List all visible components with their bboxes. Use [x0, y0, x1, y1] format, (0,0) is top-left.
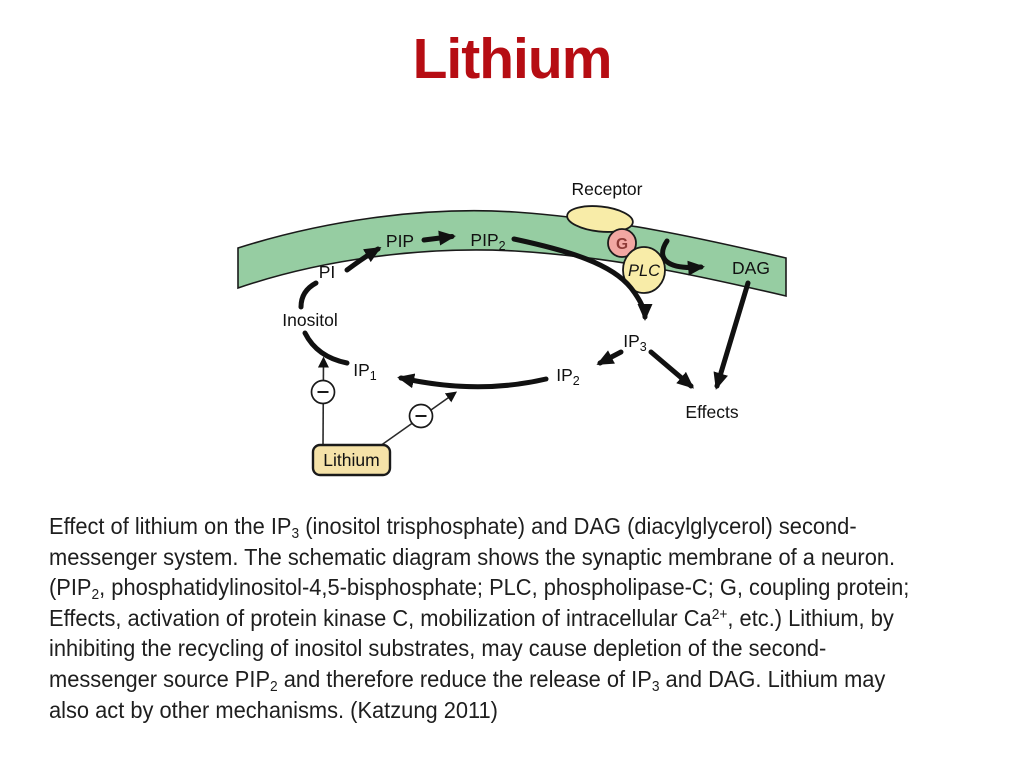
receptor-label: Receptor: [571, 179, 642, 199]
g-protein-label: G: [616, 236, 628, 253]
pathway-diagram: Receptor G PLC PI PIP PIP2 DAG Inositol …: [237, 179, 787, 477]
caption: Effect of lithium on the IP3 (inositol t…: [49, 511, 961, 725]
effects-label: Effects: [685, 402, 738, 422]
slide-title: Lithium: [412, 27, 613, 91]
minus-icon: [408, 403, 434, 429]
pi-label: PI: [319, 262, 336, 282]
minus-icon: [310, 379, 336, 405]
plc-label: PLC: [628, 262, 660, 280]
dag-label: DAG: [732, 258, 770, 278]
caption-line: (PIP2, phosphatidylinositol-4,5-bisphosp…: [49, 574, 910, 604]
caption-line: messenger source PIP2 and therefore redu…: [49, 665, 886, 696]
inositol-label: Inositol: [282, 310, 337, 330]
arrow-pi-to-pip: [344, 246, 382, 273]
g-protein-circle: [607, 228, 637, 258]
caption-line: inhibiting the recycling of inositol sub…: [49, 635, 827, 662]
arrow-pip2-to-ip3: [511, 236, 653, 321]
pip-label: PIP: [386, 231, 414, 251]
lithium-box: [311, 443, 392, 477]
arrow-ip2-to-ip1: [397, 373, 549, 390]
caption-line: also act by other mechanisms. (Katzung 2…: [49, 696, 498, 723]
ip1-label: IP1: [353, 360, 377, 383]
arc-inositol-to-pi: [298, 280, 319, 310]
pip2-label: PIP2: [470, 230, 505, 253]
arrow-ip3-to-effects: [648, 349, 695, 389]
lithium-label: Lithium: [323, 450, 379, 470]
plc-shape: [622, 246, 666, 294]
ip2-label: IP2: [556, 365, 580, 388]
ip3-label: IP3: [623, 331, 647, 354]
arrow-dag-to-effects: [713, 280, 751, 390]
membrane-band: [237, 209, 787, 298]
caption-line: Effects, activation of protein kinase C,…: [49, 604, 894, 631]
caption-line: Effect of lithium on the IP3 (inositol t…: [49, 513, 857, 543]
arrow-ip3-to-ip2: [596, 349, 624, 366]
receptor-shape: [566, 205, 634, 233]
arc-ip1-to-inositol: [302, 330, 350, 366]
arrow-plc-to-dag: [660, 238, 705, 276]
arrow-pip-to-pip2: [421, 230, 456, 246]
caption-line: messenger system. The schematic diagram …: [49, 543, 896, 570]
